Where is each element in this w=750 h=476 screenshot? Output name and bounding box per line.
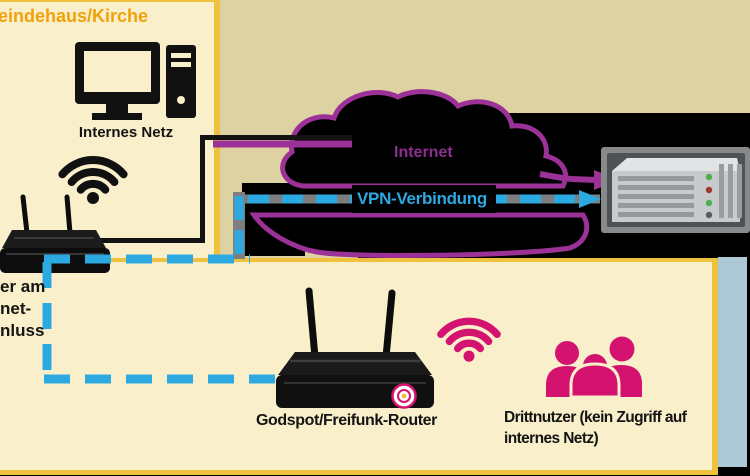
third-party-users-label-line1: Drittnutzer (kein Zugriff auf <box>504 409 687 426</box>
third-party-users-label: Drittnutzer (kein Zugriff auf internes N… <box>504 407 687 449</box>
third-party-users-label-line2: internes Netz) <box>504 430 599 447</box>
tan-backdrop-block <box>205 113 358 258</box>
church-panel-title: eindehaus/Kirche <box>0 6 149 26</box>
cloud-to-server-line <box>539 171 597 183</box>
internet-cloud-label: Internet <box>394 144 453 161</box>
tan-backdrop-strip <box>205 0 750 113</box>
internet-router-label-line3: nluss <box>0 321 45 340</box>
internet-router-label-line2: net- <box>0 299 32 318</box>
internet-router-label-line1: er am <box>0 277 46 296</box>
arrow-right-icon <box>594 170 619 190</box>
internal-network-label: Internes Netz <box>78 124 174 141</box>
vpn-arrowhead <box>579 190 601 208</box>
background-page-strip <box>718 257 747 467</box>
server-icon <box>601 147 750 233</box>
godspot-router-label: Godspot/Freifunk-Router <box>256 412 438 429</box>
vpn-line-label: VPN-Verbindung <box>357 189 487 208</box>
internet-router-label: er am net- nluss <box>0 276 45 342</box>
